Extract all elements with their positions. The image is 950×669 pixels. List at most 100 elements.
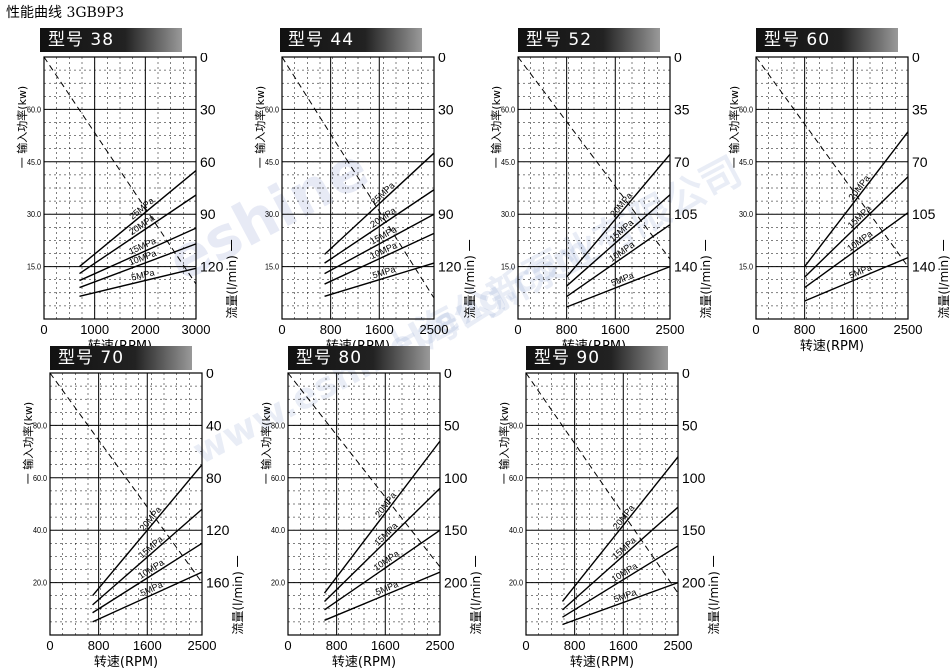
plot-frame (49, 372, 203, 636)
series-line (566, 265, 671, 308)
flow-tick-label: 0 (682, 369, 690, 381)
x-tick-label: 1600 (365, 322, 394, 337)
flow-tick-label: 50 (682, 417, 698, 433)
flow-tick-label: 150 (682, 522, 706, 538)
flow-axis-label: 流量(l/min) 一 (231, 555, 245, 634)
series-line (324, 529, 441, 611)
plot-frame (287, 372, 441, 636)
flow-tick-label: 35 (912, 101, 928, 117)
power-limit-line (287, 372, 441, 568)
series-line (324, 189, 435, 264)
x-tick-label: 1600 (839, 322, 868, 337)
power-tick-label: 80.0 (271, 421, 285, 430)
series-line (324, 152, 435, 255)
plot-frame (525, 372, 679, 636)
series-line (804, 131, 909, 268)
x-tick-label: 0 (278, 322, 285, 337)
x-tick-label: 1600 (371, 638, 400, 653)
power-tick-label: 45.0 (265, 157, 279, 166)
x-axis-label: 转速(RPM) (570, 655, 634, 669)
series-line (561, 456, 679, 602)
plot-frame (755, 56, 909, 320)
power-tick-label: 60.0 (739, 105, 753, 114)
series-line (323, 487, 441, 602)
flow-axis-label: 流量(l/min) 一 (463, 239, 477, 318)
model-badge: 型号 60 (756, 28, 898, 52)
power-axis-label: 一 输入功率(kw) (21, 402, 35, 484)
flow-tick-label: 70 (912, 154, 928, 170)
series-line (79, 267, 197, 297)
flow-axis-label: 流量(l/min) 一 (707, 555, 721, 634)
power-tick-label: 60.0 (509, 473, 523, 482)
x-axis-label: 转速(RPM) (800, 339, 864, 353)
power-tick-label: 30.0 (739, 210, 753, 219)
flow-axis-label: 流量(l/min) 一 (225, 239, 239, 318)
power-limit-line (49, 372, 203, 583)
x-tick-label: 1600 (601, 322, 630, 337)
x-tick-label: 2500 (894, 322, 923, 337)
x-tick-label: 800 (320, 322, 342, 337)
flow-tick-label: 50 (444, 417, 460, 433)
model-badge: 型号 70 (50, 346, 192, 370)
series-line (79, 194, 197, 275)
power-limit-line (43, 56, 197, 285)
power-tick-label: 15.0 (739, 262, 753, 271)
power-tick-label: 60.0 (27, 105, 41, 114)
power-tick-label: 45.0 (739, 157, 753, 166)
flow-tick-label: 105 (674, 206, 698, 222)
power-tick-label: 30.0 (501, 210, 515, 219)
power-tick-label: 45.0 (501, 157, 515, 166)
series-line (562, 581, 679, 626)
flow-tick-label: 120 (200, 259, 224, 275)
series-line (79, 243, 197, 289)
power-tick-label: 80.0 (33, 421, 47, 430)
x-tick-label: 0 (46, 638, 53, 653)
series-line (323, 440, 441, 594)
series-line (804, 256, 909, 302)
series-line (562, 506, 679, 611)
series-label: 20MPa (137, 505, 163, 533)
series-line (79, 227, 197, 282)
power-tick-label: 40.0 (33, 526, 47, 535)
power-axis-label: 一 输入功率(kw) (15, 86, 29, 168)
x-tick-label: 800 (794, 322, 816, 337)
series-line (324, 571, 441, 621)
flow-tick-label: 120 (438, 259, 462, 275)
series-label: 15MPa (608, 217, 636, 243)
flow-tick-label: 0 (438, 53, 446, 65)
x-axis-label: 转速(RPM) (94, 655, 158, 669)
plot-frame (517, 56, 671, 320)
series-line (562, 545, 679, 618)
power-axis-label: 一 输入功率(kw) (253, 86, 267, 168)
series-label: 15MPa (610, 535, 638, 561)
series-line (324, 213, 435, 275)
flow-tick-label: 30 (438, 101, 454, 117)
series-line (566, 194, 671, 287)
x-tick-label: 0 (522, 638, 529, 653)
flow-tick-label: 105 (912, 206, 936, 222)
power-tick-label: 20.0 (509, 578, 523, 587)
flow-tick-label: 80 (206, 470, 222, 486)
series-line (92, 542, 203, 614)
series-line (92, 508, 203, 606)
x-tick-label: 2500 (664, 638, 693, 653)
x-tick-label: 3000 (182, 322, 211, 337)
power-tick-label: 20.0 (33, 578, 47, 587)
power-axis-label: 一 输入功率(kw) (497, 402, 511, 484)
flow-tick-label: 90 (200, 206, 216, 222)
chart-svg: 0100020003000转速(RPM)15.030.045.060.0一 输入… (15, 53, 239, 353)
flow-axis-label: 流量(l/min) 一 (937, 239, 950, 318)
flow-tick-label: 70 (674, 154, 690, 170)
power-axis-label: 一 输入功率(kw) (727, 86, 741, 168)
x-tick-label: 0 (40, 322, 47, 337)
power-tick-label: 60.0 (501, 105, 515, 114)
flow-tick-label: 0 (674, 53, 682, 65)
power-limit-line (281, 56, 435, 299)
power-tick-label: 80.0 (509, 421, 523, 430)
flow-tick-label: 90 (438, 206, 454, 222)
model-badge: 型号 52 (518, 28, 660, 52)
